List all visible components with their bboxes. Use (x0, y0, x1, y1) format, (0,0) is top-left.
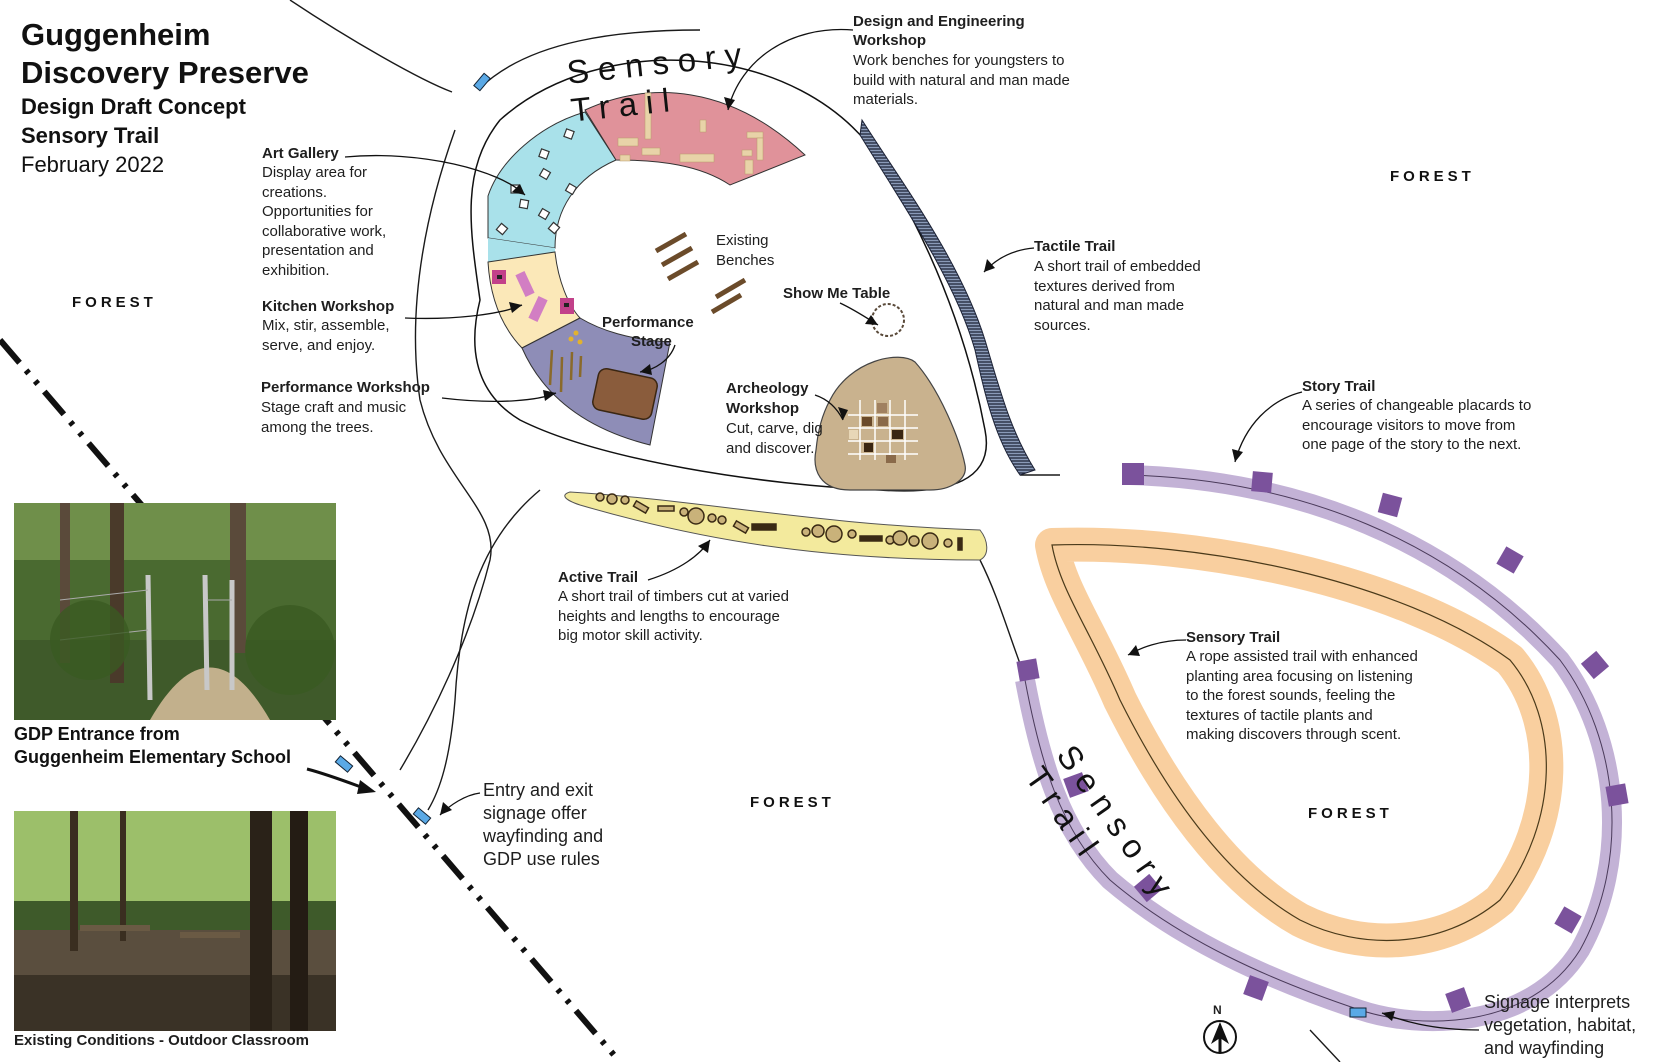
access-paths (289, 0, 1341, 1062)
arrow-heads (357, 97, 1395, 1021)
forest-label-center: FOREST (750, 794, 835, 811)
forest-label-nw: FOREST (72, 294, 157, 311)
forest-label-ne: FOREST (1390, 168, 1475, 185)
sign-marker-low (412, 807, 432, 825)
performance-stage (592, 367, 658, 421)
forest-label-loop: FOREST (1308, 805, 1393, 822)
dig-grid (848, 400, 918, 460)
sign-marker-top (473, 72, 491, 92)
art-gallery-title: Art Gallery (262, 145, 339, 162)
active-trail-text: A short trail of timbers cut at varied h… (558, 588, 789, 644)
story-trail-text: A series of changeable placards to encou… (1302, 397, 1532, 453)
performance-workshop-text: Stage craft and music among the trees. (261, 399, 407, 436)
show-me-table (871, 303, 905, 337)
tactile-trail-title: Tactile Trail (1034, 238, 1116, 255)
story-placards (1016, 463, 1629, 1013)
existing-benches (654, 231, 747, 315)
signage-interprets-text: Signage interprets vegetation, habitat, … (1484, 992, 1637, 1058)
entry-signage-text: Entry and exit signage offer wayfinding … (483, 780, 604, 869)
performance-stage-label-1: Performance (602, 314, 694, 331)
design-workshop-text: Work benches for youngsters to build wit… (853, 52, 1070, 108)
show-me-table-label: Show Me Table (783, 285, 891, 302)
gallery-pieces (495, 128, 578, 236)
art-gallery-zone-2 (488, 196, 555, 262)
archeology-text: Cut, carve, dig and discover. (726, 420, 823, 457)
performance-stage-label-2: Stage (631, 333, 672, 350)
dig-squares (849, 403, 903, 463)
south-signage-marker (1349, 1007, 1367, 1018)
tactile-trail-text: A short trail of embedded textures deriv… (1034, 258, 1201, 334)
music-instruments (548, 349, 583, 393)
north-arrow-icon (1203, 1020, 1237, 1054)
active-trail-title: Active Trail (558, 569, 639, 586)
kitchen-stations (492, 270, 574, 322)
page-date: February 2022 (21, 152, 165, 177)
subtitle-line2: Sensory Trail (21, 123, 160, 148)
subtitle-line1: Design Draft Concept (21, 94, 246, 119)
timbers (595, 492, 963, 551)
design-workshop-title-1: Design and Engineering (853, 13, 1025, 30)
existing-benches-label: Existing Benches (716, 232, 775, 269)
page-title-line2: Discovery Preserve (21, 55, 309, 90)
music-dots (568, 330, 583, 345)
sensory-trail-title: Sensory Trail (1186, 629, 1281, 646)
story-trail-title: Story Trail (1302, 378, 1376, 395)
entrance-photo-caption: GDP Entrance from Guggenheim Elementary … (14, 724, 292, 767)
sensory-trail-text: A rope assisted trail with enhanced plan… (1186, 648, 1418, 743)
classroom-photo-caption: Existing Conditions - Outdoor Classroom (14, 1032, 310, 1049)
photo-entrance (14, 503, 336, 720)
archeology-title-1: Archeology (726, 380, 809, 397)
archeology-title-2: Workshop (726, 400, 800, 417)
north-label: N (1213, 1003, 1222, 1017)
sign-marker-mid (334, 755, 354, 773)
kitchen-workshop-title: Kitchen Workshop (262, 298, 395, 315)
design-workshop-title-2: Workshop (853, 32, 927, 49)
workbenches (617, 92, 764, 175)
property-boundary-line (0, 338, 623, 1062)
photo-outdoor-classroom (14, 811, 336, 1031)
tactile-trail (859, 118, 1036, 476)
kitchen-workshop-text: Mix, stir, assemble, serve, and enjoy. (262, 317, 390, 354)
art-gallery-text: Display area for creations. Opportunitie… (262, 164, 387, 279)
performance-workshop-title: Performance Workshop (261, 379, 430, 396)
page-title-line1: Guggenheim (21, 17, 211, 52)
